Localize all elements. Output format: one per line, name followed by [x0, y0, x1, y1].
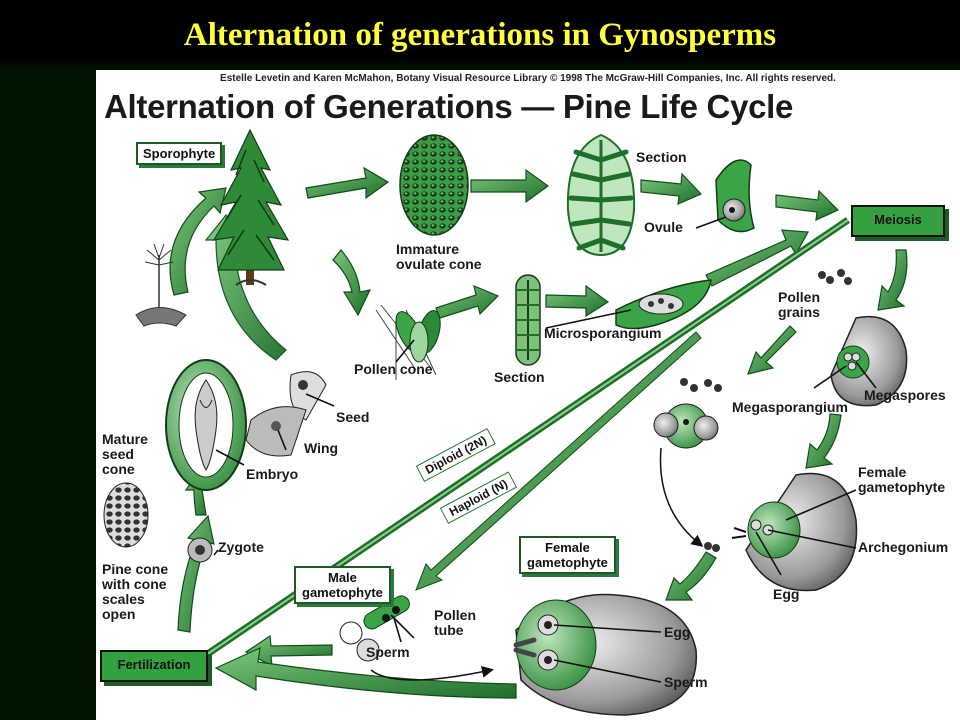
- arrow-megasporangium-to-female: [805, 413, 842, 469]
- pollen-grains-illustration: [680, 269, 852, 392]
- arrow-meiosis-to-megasporangium: [877, 249, 908, 311]
- pollen-cone-illustration: [375, 304, 441, 380]
- label-pine-cone-open: Pine cone with cone scales open: [102, 561, 169, 622]
- arrow-bottom-to-fertilization: [214, 647, 517, 699]
- cycle-arrows: [169, 166, 908, 699]
- label-pollen-tube: Pollen tube: [434, 607, 477, 638]
- zygote-illustration: [187, 537, 213, 563]
- label-sporophyte: Sporophyte: [136, 142, 223, 165]
- label-megasporangium: Megasporangium: [732, 399, 848, 415]
- pollen-dot: [704, 542, 712, 550]
- fertilization-scene-illustration: [370, 593, 698, 716]
- label-fertilization: Fertilization: [100, 650, 208, 682]
- arrow-diagonal-to-male: [415, 331, 702, 591]
- label-seed: Seed: [336, 409, 370, 425]
- arrow-seedling-to-tree: [169, 187, 227, 296]
- arrow-pollengrains-to-cells: [747, 325, 797, 375]
- pollen-path-arrow: [659, 447, 704, 547]
- diagram-title: Alternation of Generations — Pine Life C…: [104, 88, 794, 125]
- label-meiosis: Meiosis: [851, 205, 945, 237]
- label-microsporangium: Microsporangium: [544, 325, 662, 341]
- label-embryo: Embryo: [246, 466, 299, 482]
- seedling-illustration: [135, 243, 187, 327]
- microsporangium-illustration: [615, 279, 712, 330]
- leader-lines: [213, 216, 877, 683]
- label-male-gametophyte: Male gametophyte: [294, 566, 391, 604]
- megasporangium-illustration: [830, 316, 908, 407]
- label-female-gametophyte-right: Female gametophyte: [858, 464, 946, 495]
- arrow-seed-to-seedling: [204, 214, 287, 361]
- arrow-section-to-microsporangium: [545, 284, 610, 318]
- arrow-ovule-to-meiosis: [775, 189, 840, 221]
- label-egg-bottom: Egg: [664, 624, 691, 640]
- label-pollen-grains: Pollen grains: [778, 289, 821, 320]
- label-section-ovulate: Section: [636, 149, 687, 165]
- label-section-pollen: Section: [494, 369, 545, 385]
- arrow-tree-to-cone: [305, 166, 390, 200]
- label-immature-ovulate-cone: Immature ovulate cone: [396, 241, 482, 272]
- ovulate-cone-illustration: [399, 134, 469, 236]
- male-gametophyte-illustration: [339, 595, 410, 662]
- ovulate-cone-section-illustration: [566, 133, 636, 257]
- arrow-cone-to-section: [470, 168, 550, 204]
- copyright-credit: Estelle Levetin and Karen McMahon, Botan…: [220, 73, 836, 84]
- embryo-seed-illustration: [165, 359, 247, 491]
- ovule-illustration: [715, 159, 755, 233]
- arrow-pollencone-to-section: [435, 285, 500, 319]
- pine-tree-illustration: [212, 128, 290, 286]
- germinating-pollen-illustration: [653, 403, 719, 449]
- arrow-gametophyte-to-fertilization: [244, 634, 333, 668]
- winged-seed-illustration: [245, 371, 327, 457]
- label-archegonium: Archegonium: [858, 539, 949, 555]
- pollen-cone-section-illustration: [515, 274, 541, 366]
- label-wing: Wing: [304, 440, 339, 456]
- life-cycle-artwork: [103, 128, 908, 716]
- label-egg-right: Egg: [773, 586, 800, 602]
- label-ovule: Ovule: [644, 219, 683, 235]
- diagram-panel: Estelle Levetin and Karen McMahon, Botan…: [96, 70, 960, 720]
- label-pollen-cone: Pollen cone: [354, 361, 433, 377]
- label-mature-seed-cone: Mature seed cone: [102, 431, 148, 477]
- arrow-tree-to-pollencone: [332, 249, 372, 317]
- label-megaspores: Megaspores: [864, 387, 946, 403]
- arrow-female-to-bottom: [665, 551, 717, 601]
- arrow-fertilization-to-zygote: [177, 514, 215, 633]
- arrow-microsporangium-to-meiosis: [705, 229, 809, 287]
- arrow-section-to-ovule: [640, 172, 703, 205]
- label-female-gametophyte-box: Female gametophyte: [519, 536, 616, 574]
- label-sperm-bottom: Sperm: [664, 674, 708, 690]
- label-sperm-left: Sperm: [366, 644, 410, 660]
- mature-seed-cone-illustration: [103, 482, 149, 548]
- female-gametophyte-right-illustration: [731, 472, 858, 592]
- label-zygote: Zygote: [218, 539, 264, 555]
- slide-title: Alternation of generations in Gynosperms: [0, 0, 960, 70]
